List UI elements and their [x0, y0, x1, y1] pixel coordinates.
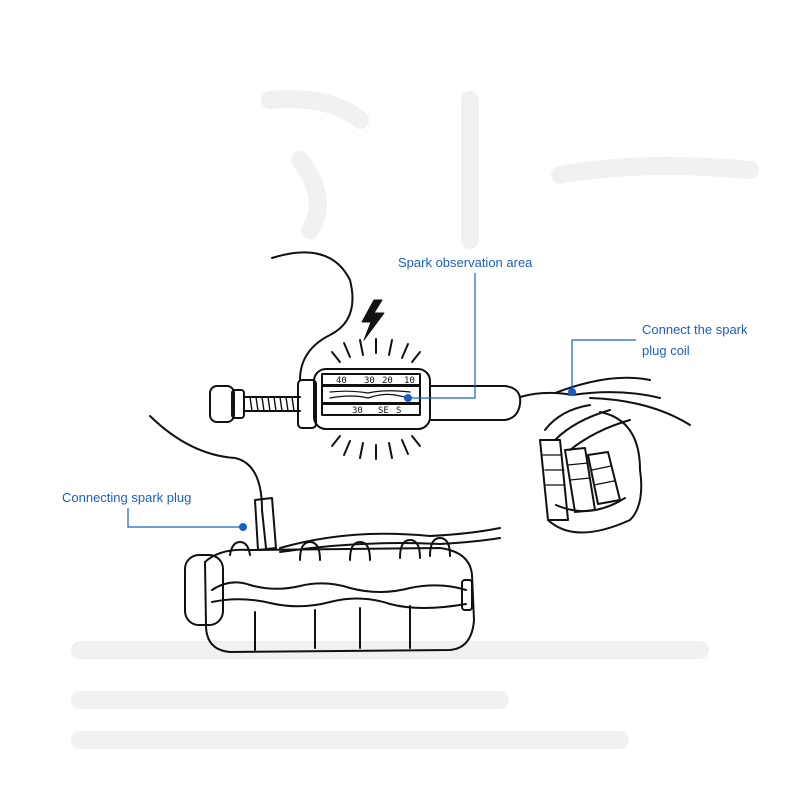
scale-top-mark-2: 30: [364, 376, 375, 386]
callout-dot-spark-plug: [239, 523, 247, 531]
lightning-bolt-icon: [361, 299, 385, 341]
scale-top-row: 40 30 20 10: [336, 376, 415, 386]
scale-bottom-mark-1: 30: [352, 406, 363, 416]
engine-block: [184, 547, 475, 653]
connecting-spark-plug-label: Connecting spark plug: [62, 490, 192, 505]
background-watermark: [71, 90, 759, 749]
spark-plug-wire: [149, 415, 267, 549]
spark-observation-label: Spark observation area: [398, 255, 533, 270]
engine-leads: [279, 527, 501, 553]
adjust-knob: [209, 385, 245, 423]
scale-top-mark-1: 40: [336, 376, 347, 386]
callout-line-spark-observation: [408, 273, 476, 399]
scale-bottom-mark-3: S: [396, 406, 401, 416]
callout-line-coil: [571, 339, 636, 392]
scale-window: [321, 373, 421, 416]
coil-harness: [539, 376, 691, 534]
scale-bottom-row: 30 SE S: [352, 406, 401, 416]
coil-label-line2: plug coil: [642, 343, 690, 358]
threaded-rod: [243, 396, 301, 412]
scale-bottom-mark-2: SE: [378, 406, 389, 416]
plug-caps: [229, 537, 451, 561]
callout-dot-spark-observation: [404, 394, 412, 402]
spark-plug-boot: [254, 497, 277, 551]
coil-side-wire: [519, 391, 573, 398]
tester-body: [297, 368, 573, 430]
top-lead-wire: [271, 251, 354, 381]
callout-line-spark-plug: [127, 508, 243, 528]
callout-dot-coil: [568, 388, 576, 396]
scale-top-mark-3: 20: [382, 376, 393, 386]
scale-top-mark-4: 10: [404, 376, 415, 386]
coil-label-line1: Connect the spark: [642, 322, 748, 337]
spark-rays: [331, 338, 421, 460]
